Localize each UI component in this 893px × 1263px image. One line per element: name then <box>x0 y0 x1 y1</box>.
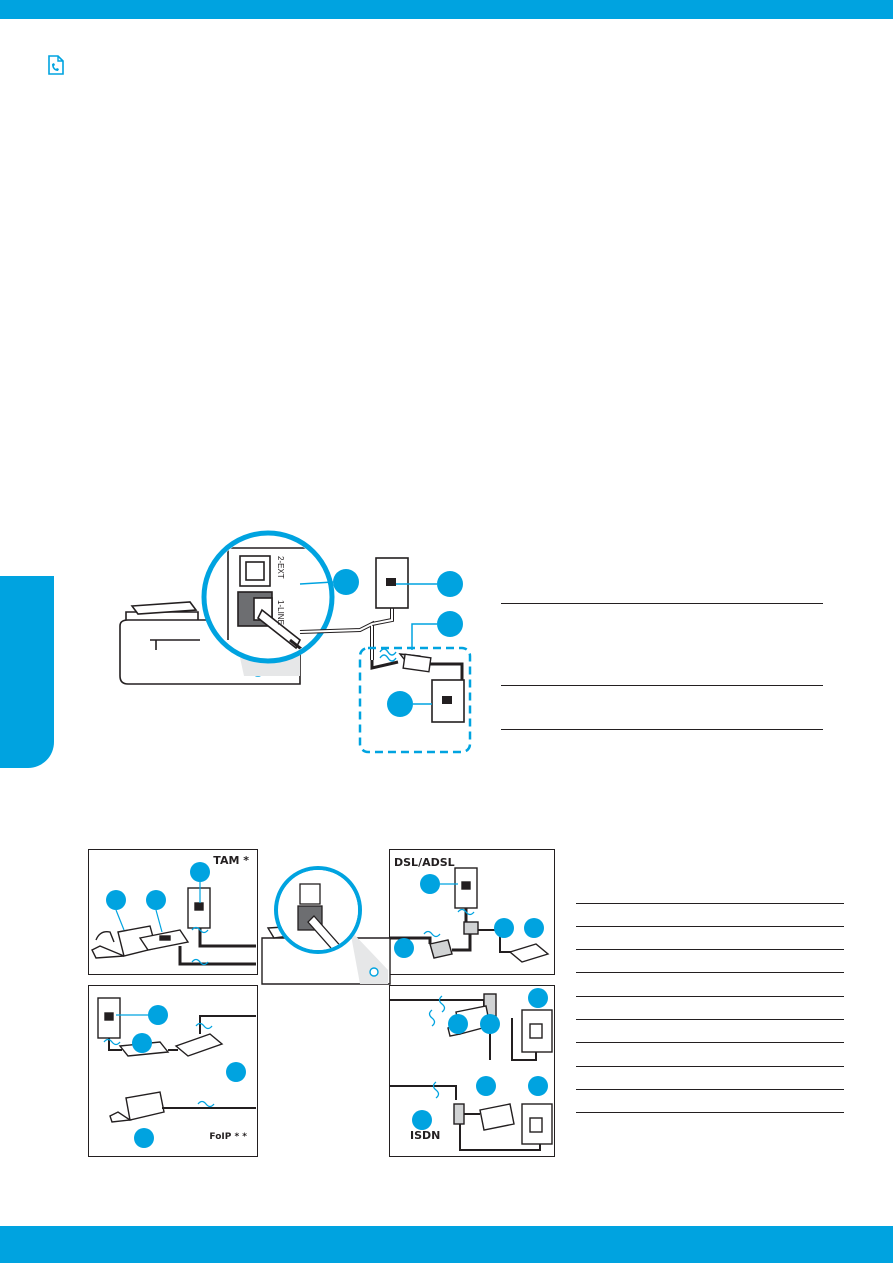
rule-line <box>576 949 844 950</box>
bottom-accent-bar <box>0 1226 893 1263</box>
side-section-tab <box>0 576 54 768</box>
rule-line <box>576 1042 844 1043</box>
rule-line <box>576 1066 844 1067</box>
callout-3 <box>437 611 463 637</box>
port-label-ext: 2-EXT <box>276 556 285 579</box>
callout-4 <box>387 691 413 717</box>
rule-line <box>501 685 823 686</box>
rule-line <box>576 1112 844 1113</box>
rule-line <box>576 996 844 997</box>
rule-line <box>576 903 844 904</box>
rule-line <box>576 926 844 927</box>
optional-adapter-region <box>358 646 472 754</box>
rule-line <box>576 1019 844 1020</box>
panel-foip-label: FoIP * * <box>209 1132 247 1142</box>
main-fax-connection-diagram: 1-LINE 2-EXT <box>119 530 472 754</box>
printer-small-illustration <box>261 866 391 985</box>
fax-phone-icon <box>48 55 64 75</box>
panel-isdn: ISDN <box>389 985 555 1157</box>
port-label-line: 1-LINE <box>276 600 285 625</box>
panel-foip: FoIP * * <box>88 985 258 1157</box>
top-accent-bar <box>0 0 893 19</box>
panel-dsl-label: DSL/ADSL <box>394 856 455 869</box>
panel-dsl: DSL/ADSL <box>389 849 555 975</box>
rule-line <box>576 972 844 973</box>
callout-2 <box>437 571 463 597</box>
rule-line <box>501 729 823 730</box>
callout-1 <box>333 569 359 595</box>
panel-isdn-label: ISDN <box>410 1129 441 1142</box>
phone-adapter <box>398 653 432 673</box>
panel-tam: TAM * <box>88 849 258 975</box>
panel-tam-label: TAM * <box>213 854 249 867</box>
rule-line <box>501 603 823 604</box>
port-magnifier: 1-LINE 2-EXT <box>201 530 335 676</box>
rule-line <box>576 1089 844 1090</box>
